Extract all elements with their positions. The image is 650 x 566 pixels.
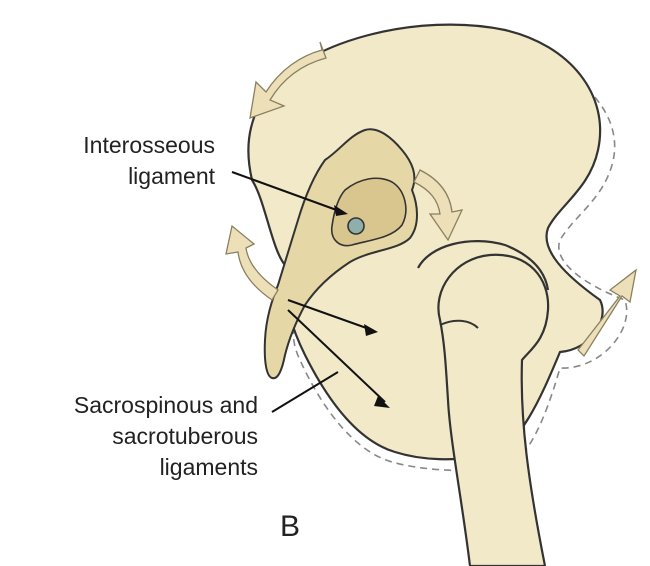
panel-label: B xyxy=(280,510,300,543)
label-sacro-2: sacrotuberous xyxy=(112,423,258,449)
pivot-point xyxy=(348,218,364,234)
label-sacro-1: Sacrospinous and xyxy=(74,392,258,418)
label-interosseous-2: ligament xyxy=(128,163,216,189)
rotation-arrow-left xyxy=(226,226,278,300)
label-interosseous-1: Interosseous xyxy=(83,132,215,158)
label-sacro-3: ligaments xyxy=(160,454,258,480)
